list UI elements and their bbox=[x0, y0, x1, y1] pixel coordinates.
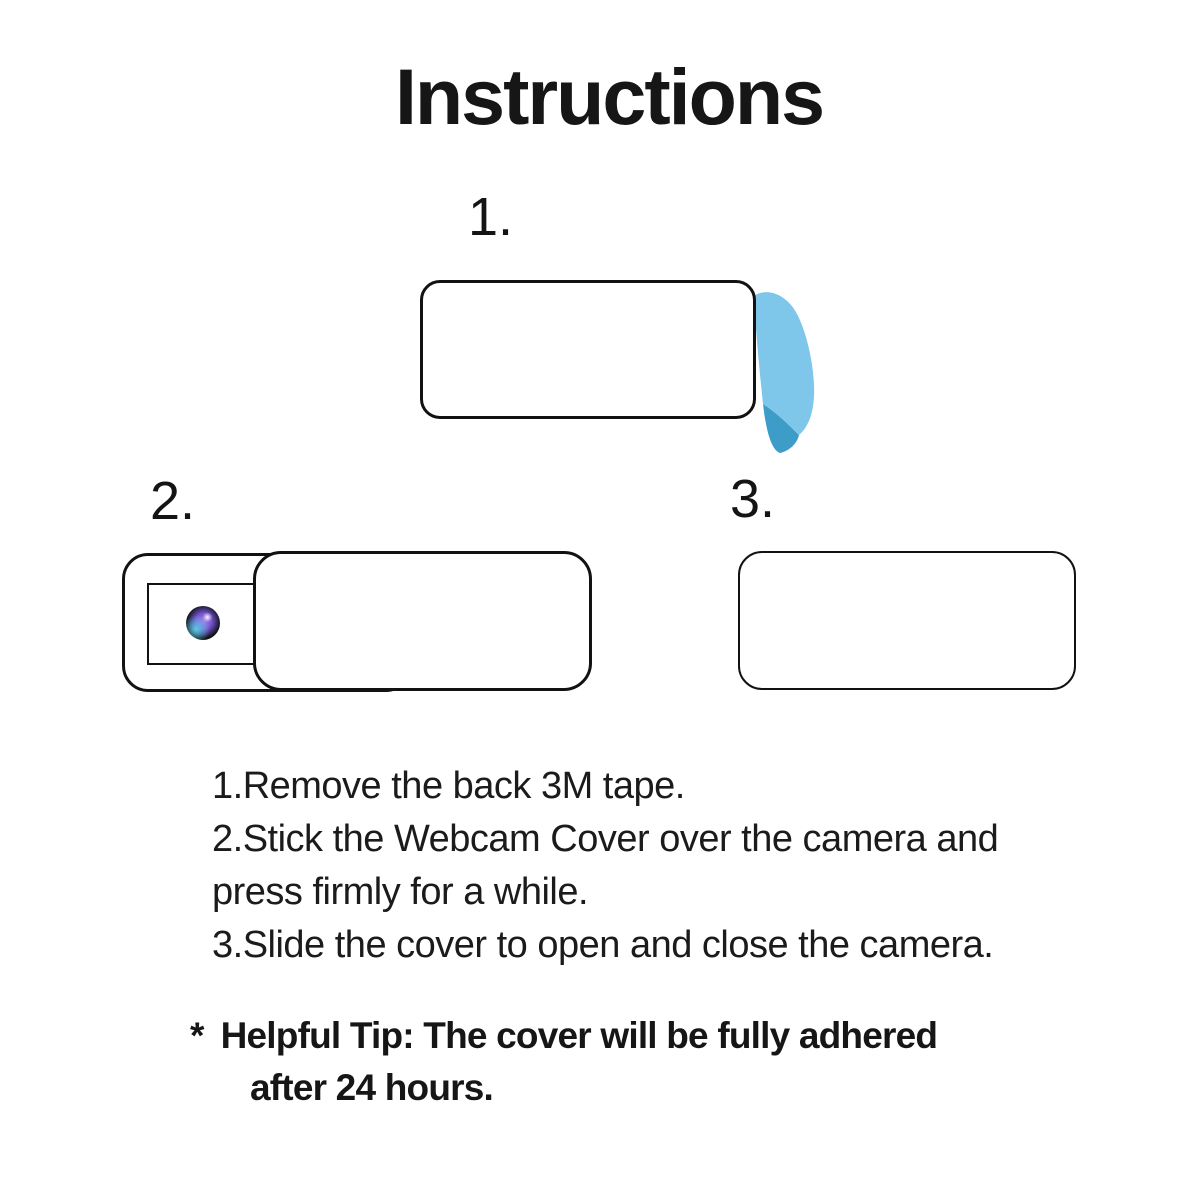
step-3-label: 3. bbox=[730, 469, 776, 529]
asterisk-bullet: * bbox=[190, 1015, 204, 1056]
instruction-line-2: 2.Stick the Webcam Cover over the camera… bbox=[212, 818, 999, 860]
tape-underside-shape bbox=[763, 404, 799, 453]
tip-text-line-2: after 24 hours. bbox=[250, 1067, 494, 1108]
page-title: Instructions bbox=[394, 52, 825, 141]
instruction-line-4: 3.Slide the cover to open and close the … bbox=[212, 924, 994, 966]
slider-cover-illustration bbox=[253, 551, 592, 691]
helpful-tip: * Helpful Tip: The cover will be fully a… bbox=[190, 1010, 938, 1114]
instruction-line-3: press firmly for a while. bbox=[212, 871, 589, 913]
step-2-label: 2. bbox=[150, 471, 196, 531]
adhesive-tape-peel-icon bbox=[754, 292, 815, 453]
closed-cover-illustration bbox=[738, 551, 1076, 690]
instruction-line-1: 1.Remove the back 3M tape. bbox=[212, 765, 685, 807]
instructions-text: 1.Remove the back 3M tape. 2.Stick the W… bbox=[212, 760, 999, 972]
camera-lens-icon bbox=[186, 606, 220, 640]
step-1-label: 1. bbox=[468, 187, 514, 247]
tip-text-line-1: Helpful Tip: The cover will be fully adh… bbox=[220, 1015, 938, 1056]
tape-front-shape bbox=[754, 292, 815, 435]
webcam-cover-back-illustration bbox=[420, 280, 756, 419]
